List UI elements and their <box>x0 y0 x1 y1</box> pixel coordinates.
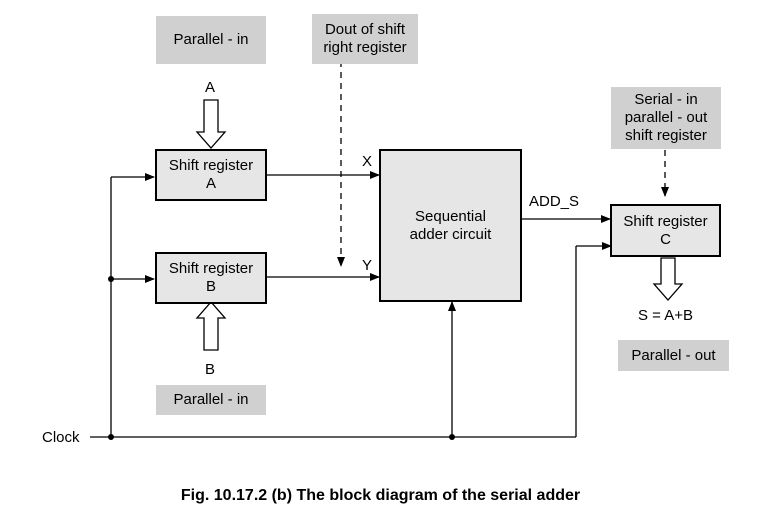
parallel-in-top-label: Parallel - in <box>173 31 249 48</box>
adder-line-1: Sequential <box>415 207 486 225</box>
x-label: X <box>362 153 373 170</box>
sipo-note: Serial - in parallel - out shift registe… <box>611 87 721 149</box>
dout-line-1: Dout of shift <box>324 21 406 38</box>
sequential-adder-circuit: Sequential adder circuit <box>379 149 522 302</box>
dout-note: Dout of shift right register <box>312 14 418 64</box>
input-b-label: B <box>205 361 216 378</box>
reg-b-line-1: Shift register <box>168 260 254 277</box>
shift-register-a: Shift register A <box>155 149 267 201</box>
input-a-label: A <box>205 79 216 96</box>
parallel-out-note: Parallel - out <box>618 340 729 371</box>
reg-a-line-2: A <box>205 175 216 192</box>
sipo-line-1: Serial - in <box>634 91 698 108</box>
parallel-out-label: Parallel - out <box>631 346 716 364</box>
shift-register-c: Shift register C <box>610 204 721 257</box>
sipo-line-2: parallel - out <box>624 109 708 126</box>
reg-c-line-1: Shift register <box>623 212 708 230</box>
parallel-in-arrow-a <box>195 99 227 149</box>
parallel-in-top-note: Parallel - in <box>156 16 266 64</box>
parallel-in-bottom-note: Parallel - in <box>156 385 266 415</box>
y-label: Y <box>362 257 373 274</box>
parallel-in-arrow-b <box>195 301 227 351</box>
add-s-label: ADD_S <box>529 193 580 210</box>
figure-caption: Fig. 10.17.2 (b) The block diagram of th… <box>180 487 581 504</box>
dout-line-2: right register <box>323 39 407 56</box>
reg-a-line-1: Shift register <box>168 157 254 174</box>
reg-c-line-2: C <box>660 230 671 248</box>
shift-register-b: Shift register B <box>155 252 267 304</box>
parallel-out-arrow-c <box>652 257 684 301</box>
adder-line-2: adder circuit <box>409 225 492 243</box>
reg-b-line-2: B <box>205 278 216 295</box>
clock-label: Clock <box>42 429 80 446</box>
sum-label: S = A+B <box>638 307 694 324</box>
parallel-in-bottom-label: Parallel - in <box>173 391 249 408</box>
sipo-line-3: shift register <box>625 127 707 144</box>
